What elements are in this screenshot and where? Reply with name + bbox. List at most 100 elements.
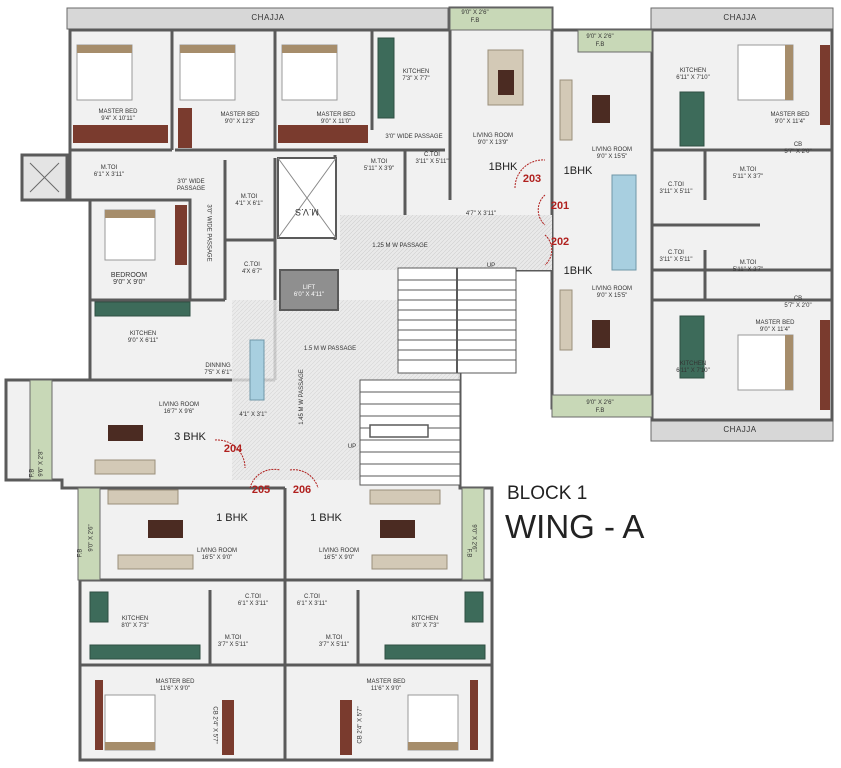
room-name: M.TOI: [100, 165, 118, 171]
fb-label-top-size: 9'0" X 2'6": [461, 10, 489, 16]
dining-tables: [249, 174, 637, 401]
room-name: M.TOI: [370, 159, 388, 165]
room-cb-205: CB 2'4" X 5'7": [212, 706, 218, 743]
room-name: M.TOI: [224, 635, 242, 641]
room-size: 3'11" X 5'11": [659, 189, 693, 195]
passage-name: 3'0" WIDE: [177, 179, 205, 185]
room-name: M.TOI: [325, 635, 343, 641]
fb-label-left: F.B: [29, 468, 36, 478]
room-name: C.TOI: [668, 250, 684, 256]
room-size: 5'11" X 3'7": [732, 174, 764, 180]
room-size: 6'1" X 3'11": [296, 601, 328, 607]
fb-label-205: F.B: [77, 548, 84, 558]
fb-label-left-size: 9'6" X 2'8": [38, 449, 45, 477]
room-name: C.TOI: [244, 262, 260, 268]
room-size: 9'0" X 9'0": [113, 279, 145, 286]
staircase-lower: [359, 379, 461, 486]
room-name: LIVING ROOM: [158, 402, 200, 408]
room-size: 5'11" X 3'9": [363, 166, 395, 172]
room-size: 11'6" X 9'0": [159, 686, 191, 692]
room-name: KITCHEN: [129, 331, 157, 337]
room-name: C.TOI: [424, 152, 440, 158]
room-name: MASTER BED: [220, 112, 260, 118]
bed-headboards: [77, 45, 793, 750]
room-name: M.TOI: [240, 194, 258, 200]
lift-size: 6'0" X 4'11": [293, 292, 325, 298]
room-cb-206: CB 2'4" X 5'7": [358, 706, 364, 743]
passage-sub: PASSAGE: [176, 186, 206, 192]
wardrobes: [73, 45, 830, 755]
room-name: C.TOI: [668, 182, 684, 188]
room-name: CB: [793, 296, 803, 302]
lift-box: [279, 269, 339, 311]
room-size: 9'4" X 10'11": [101, 116, 135, 122]
room-name: KITCHEN: [679, 68, 707, 74]
room-name: KITCHEN: [402, 69, 430, 75]
staircase-upper: [397, 267, 517, 374]
room-size: 6'11" X 7'10": [676, 75, 710, 81]
room-size: 3'7" X 5'11": [217, 642, 249, 648]
interior-walls: [70, 30, 832, 760]
room-name: KITCHEN: [121, 616, 149, 622]
room-name: LIVING ROOM: [591, 147, 633, 153]
unit-number-202: 202: [550, 236, 570, 248]
room-name: M.TOI: [739, 260, 757, 266]
fb-label-206: F.B: [465, 548, 472, 558]
room-size: 16'7" X 9'6": [163, 409, 195, 415]
unit-type-206: 1 BHK: [310, 512, 342, 524]
room-name: CB: [357, 735, 364, 744]
room-size: 9'0" X 11'4": [759, 327, 791, 333]
chajja-label-top-left: CHAJJA: [251, 13, 285, 22]
room-name: KITCHEN: [411, 616, 439, 622]
room-name: LIVING ROOM: [196, 548, 238, 554]
room-name: BEDROOM: [110, 272, 148, 279]
room-size: 9'0" X 15'5": [596, 293, 628, 299]
coffee-tables: [108, 70, 610, 538]
room-size: 5'7" X 2'0": [784, 149, 812, 155]
room-name: LIVING ROOM: [318, 548, 360, 554]
room-name: MASTER BED: [755, 320, 795, 326]
room-size: 7'3" X 7'7": [402, 76, 430, 82]
room-size: 5'11" X 3'7": [732, 267, 764, 273]
room-name: M.TOI: [739, 167, 757, 173]
room-size: 9'0" X 6'11": [127, 338, 159, 344]
room-name: C.TOI: [304, 594, 320, 600]
room-size: 4'1" X 6'1": [235, 201, 263, 207]
room-name: MASTER BED: [366, 679, 406, 685]
duct-cross: [29, 162, 60, 193]
door-swings: [214, 159, 553, 489]
unit-number-206: 206: [292, 484, 312, 496]
fb-label-top2: F.B: [595, 42, 605, 48]
room-size: 9'0" X 11'0": [320, 119, 352, 125]
chajja-label-bottom-right: CHAJJA: [723, 425, 757, 434]
room-size: 8'0" X 7'3": [121, 623, 149, 629]
room-size: 2'4" X 5'7": [211, 716, 218, 744]
room-size: 6'11" X 7'10": [676, 368, 710, 374]
unit-number-205: 205: [251, 484, 271, 496]
